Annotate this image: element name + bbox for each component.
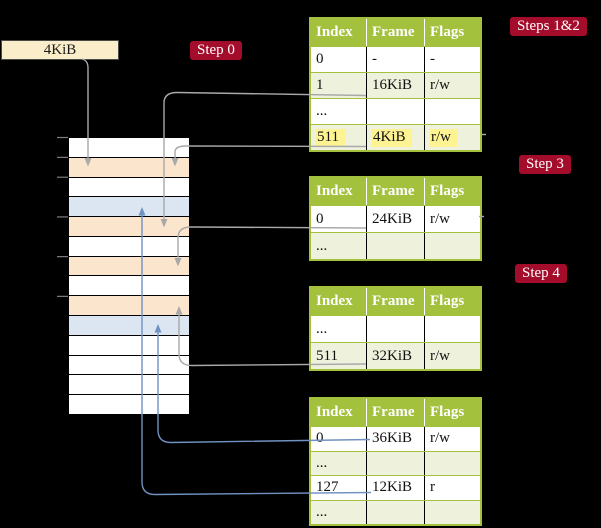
table-cell: r/w xyxy=(430,210,450,227)
memory-row-peach xyxy=(69,296,189,317)
memory-row-white xyxy=(69,395,189,414)
root-frame-label: 4KiB xyxy=(43,41,77,58)
table-row: ... xyxy=(311,499,480,525)
column-header: Index xyxy=(311,288,367,315)
highlighted-value: 511 xyxy=(316,128,345,147)
memory-row-white xyxy=(69,236,189,257)
column-header: Flags xyxy=(430,183,465,199)
column-header: Flags xyxy=(430,404,465,420)
highlighted-value: r/w xyxy=(430,128,457,147)
badge-step-0: Step 0 xyxy=(190,41,242,60)
badge-steps-1-2: Steps 1&2 xyxy=(510,17,587,36)
memory-row-white xyxy=(69,355,189,376)
table-cell: 511 xyxy=(311,343,367,369)
table-cell xyxy=(367,99,425,124)
memory-row-white xyxy=(69,276,189,297)
column-header: Flags xyxy=(430,24,465,40)
memory-row-white xyxy=(69,138,189,158)
table-cell: ... xyxy=(311,500,367,524)
table-cell: 16KiB xyxy=(367,73,425,98)
memory-row-white xyxy=(69,335,189,356)
table-cell xyxy=(425,233,480,259)
table-cell: r xyxy=(430,479,435,496)
column-header: Frame xyxy=(367,19,425,46)
table-cell xyxy=(425,316,480,342)
column-header: Flags xyxy=(430,293,465,309)
table-cell: 0 xyxy=(311,47,367,72)
table-cell: 24KiB xyxy=(367,206,425,232)
table-cell: 36KiB xyxy=(367,427,425,451)
table-cell xyxy=(367,500,425,524)
table-cell: 127 xyxy=(311,476,367,500)
column-header: Index xyxy=(311,19,367,46)
memory-stack xyxy=(68,137,190,415)
table-cell: ... xyxy=(311,316,367,342)
table-cell: 1 xyxy=(311,73,367,98)
root-frame-box: 4KiB xyxy=(1,40,119,60)
table-cell: ... xyxy=(311,233,367,259)
column-header: Index xyxy=(311,178,367,205)
table-cell: - xyxy=(367,47,425,72)
table-row: ... xyxy=(311,315,480,342)
memory-row-white xyxy=(69,177,189,198)
table-cell: r/w xyxy=(430,347,450,364)
table-cell xyxy=(425,452,480,476)
table-cell: ... xyxy=(311,451,367,475)
table-cell: r/w xyxy=(430,77,450,93)
highlighted-value: 4KiB xyxy=(372,128,412,147)
table-cell xyxy=(425,99,480,124)
table-row: ... xyxy=(311,98,480,124)
table-cell xyxy=(425,501,480,525)
table-cell: r/w xyxy=(425,125,480,150)
table-row: 0-- xyxy=(311,46,480,72)
table-cell: r/w xyxy=(430,430,450,447)
memory-row-blue xyxy=(69,197,189,218)
table-cell: 4KiB xyxy=(367,125,425,150)
memory-row-blue xyxy=(69,316,189,336)
column-header: Index xyxy=(311,399,367,426)
table-cell xyxy=(367,451,425,475)
table-cell xyxy=(367,233,425,259)
table-row: 511 4KiB r/w xyxy=(311,124,480,150)
table-row: ... xyxy=(311,232,480,259)
memory-row-peach xyxy=(69,217,189,237)
memory-row-white xyxy=(69,375,189,396)
column-header: Frame xyxy=(367,288,425,315)
column-header: Frame xyxy=(367,399,425,426)
table-cell: 511 xyxy=(311,125,367,150)
badge-step-4: Step 4 xyxy=(515,264,567,283)
table-cell: 0 xyxy=(311,427,367,451)
table-cell xyxy=(367,316,425,342)
memory-tick-marks xyxy=(57,136,68,297)
memory-row-peach xyxy=(69,157,189,178)
memory-row-peach xyxy=(69,256,189,277)
table-cell: - xyxy=(430,51,435,67)
badge-step-3: Step 3 xyxy=(519,155,571,174)
table-row: ... xyxy=(311,450,480,476)
table-cell: 12KiB xyxy=(367,476,425,500)
table-cell: 32KiB xyxy=(367,343,425,369)
table-cell: 0 xyxy=(311,206,367,232)
table-cell: ... xyxy=(311,99,367,124)
column-header: Frame xyxy=(367,178,425,205)
